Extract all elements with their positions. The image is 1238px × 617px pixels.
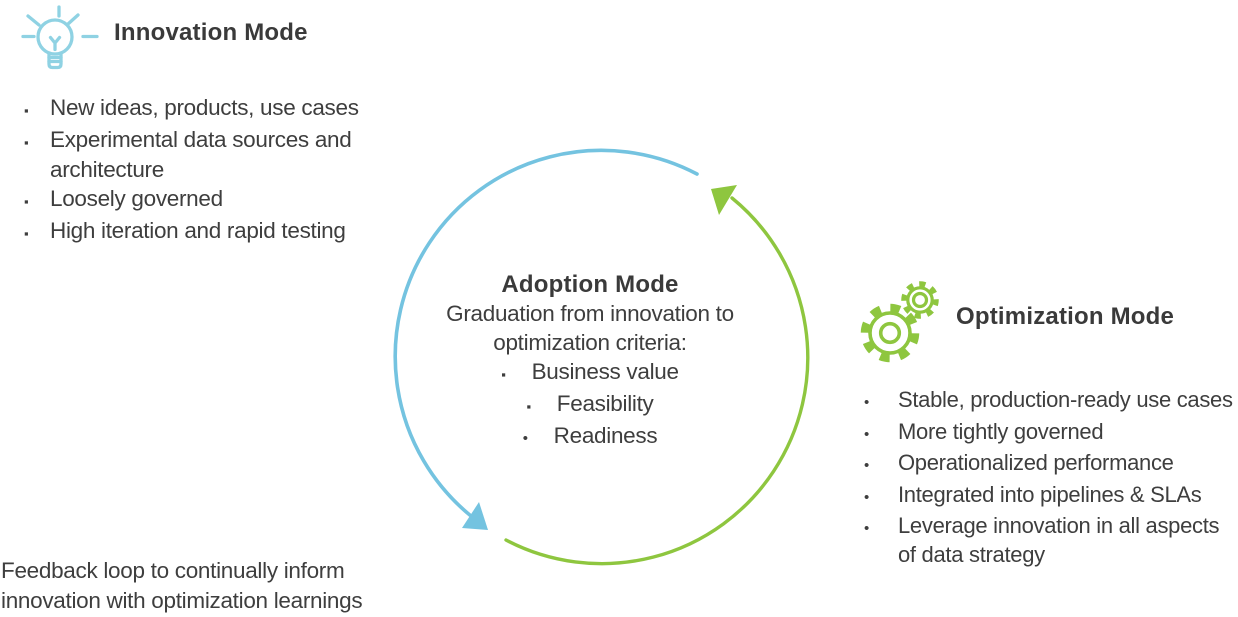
list-item: ▪ High iteration and rapid testing xyxy=(24,216,400,248)
innovation-arc xyxy=(393,148,699,518)
square-bullet: ▪ xyxy=(24,103,29,118)
innovation-list: ▪ New ideas, products, use cases ▪ Exper… xyxy=(24,93,400,248)
round-bullet: • xyxy=(864,394,869,411)
feedback-loop-note: Feedback loop to continually inform inno… xyxy=(1,558,363,613)
optimization-arc xyxy=(504,196,810,566)
list-item-text: Experimental data sources and architectu… xyxy=(50,127,352,182)
list-item-text: Operationalized performance xyxy=(898,450,1174,475)
list-item: ▪ Experimental data sources and architec… xyxy=(24,125,400,184)
lightbulb-icon xyxy=(21,5,99,70)
adoption-subtitle: Graduation from innovation to optimizati… xyxy=(446,301,734,355)
list-item-text: Loosely governed xyxy=(50,185,223,211)
list-item: • Operationalized performance xyxy=(864,449,1238,481)
adoption-mode-block: Adoption Mode Graduation from innovation… xyxy=(424,270,756,453)
green-arrowhead-icon xyxy=(711,185,737,215)
adoption-mode-title: Adoption Mode xyxy=(501,271,679,298)
list-item: ▪ New ideas, products, use cases xyxy=(24,93,400,125)
square-bullet: ▪ xyxy=(501,367,506,382)
blue-arrowhead-icon xyxy=(462,502,488,530)
criteria-item: • Readiness xyxy=(424,421,756,453)
square-bullet: ▪ xyxy=(24,226,29,242)
round-bullet: • xyxy=(864,520,869,537)
list-item: • More tightly governed xyxy=(864,418,1238,450)
list-item-text: Integrated into pipelines & SLAs xyxy=(898,481,1202,507)
list-item: • Leverage innovation in all aspects of … xyxy=(864,512,1238,569)
round-bullet: • xyxy=(864,488,869,506)
square-bullet: ▪ xyxy=(526,399,531,414)
criteria-text: Readiness xyxy=(553,423,658,448)
optimization-mode-title: Optimization Mode xyxy=(956,303,1175,330)
list-item-text: Stable, production-ready use cases xyxy=(898,387,1233,412)
list-item-text: New ideas, products, use cases xyxy=(50,95,359,120)
square-bullet: ▪ xyxy=(24,193,29,209)
criteria-item: ▪ Business value xyxy=(424,357,756,389)
round-bullet: • xyxy=(864,457,869,474)
criteria-text: Business value xyxy=(531,359,679,384)
round-bullet: • xyxy=(522,430,528,447)
gears-icon xyxy=(860,281,939,363)
square-bullet: ▪ xyxy=(24,135,29,151)
optimization-list: • Stable, production-ready use cases • M… xyxy=(864,386,1238,569)
criteria-item: ▪ Feasibility xyxy=(424,389,756,421)
round-bullet: • xyxy=(864,425,869,443)
criteria-text: Feasibility xyxy=(556,391,654,416)
list-item-text: More tightly governed xyxy=(898,418,1104,444)
list-item: • Stable, production-ready use cases xyxy=(864,386,1238,418)
innovation-mode-title: Innovation Mode xyxy=(114,19,308,46)
list-item: ▪ Loosely governed xyxy=(24,184,400,216)
list-item-text: High iteration and rapid testing xyxy=(50,218,346,244)
list-item: • Integrated into pipelines & SLAs xyxy=(864,481,1238,513)
list-item-text: Leverage innovation in all aspects of da… xyxy=(898,513,1220,567)
